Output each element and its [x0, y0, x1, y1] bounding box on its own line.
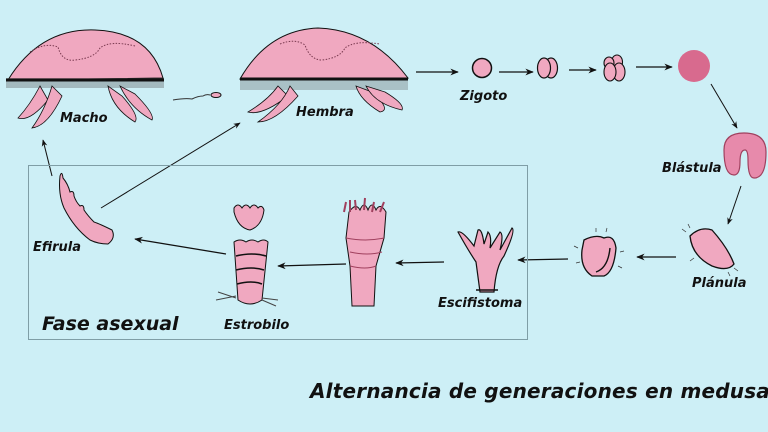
label-efirula: Efirula — [33, 240, 82, 255]
hembra-medusa-icon — [239, 27, 409, 123]
planula-icon — [681, 223, 739, 277]
estrobilo-icon — [215, 204, 279, 307]
label-zigoto: Zigoto — [460, 89, 508, 104]
morula-icon — [678, 50, 710, 82]
settled-larva-icon — [573, 227, 625, 277]
efirula-icon — [59, 172, 114, 245]
asexual-phase-label: Fase asexual — [42, 313, 179, 335]
escifistoma-icon — [457, 227, 514, 293]
blastula-icon — [723, 132, 767, 179]
four-cell-icon — [603, 54, 626, 82]
macho-medusa-icon — [6, 29, 164, 129]
label-hembra: Hembra — [296, 105, 354, 120]
label-escifistoma: Escifistoma — [438, 296, 523, 311]
diagram-title: Alternancia de generaciones en medusas — [310, 379, 768, 403]
strobila-icon — [343, 197, 387, 307]
sperm-icon — [172, 92, 222, 101]
label-blastula: Blástula — [662, 161, 722, 176]
two-cell-icon — [536, 57, 559, 79]
label-estrobilo: Estrobilo — [224, 318, 290, 333]
label-planula: Plánula — [692, 276, 747, 291]
zigoto-icon — [471, 57, 493, 79]
label-macho: Macho — [60, 111, 108, 126]
asexual-phase-box — [28, 165, 528, 340]
